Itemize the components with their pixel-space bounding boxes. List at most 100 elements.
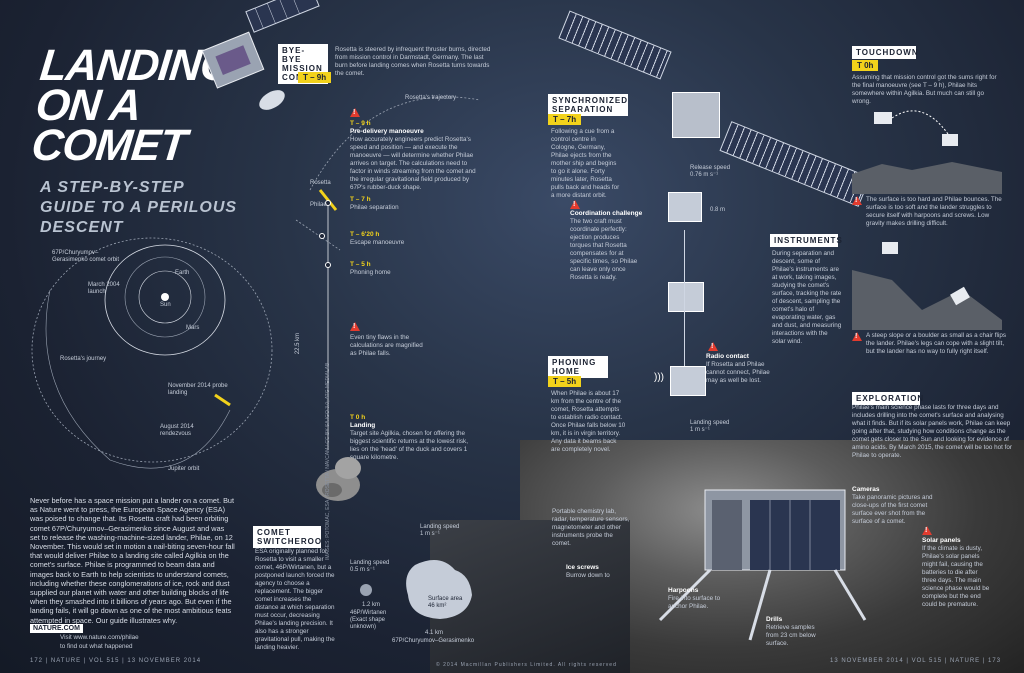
small-comet-speed: Landing speed 0.5 m s⁻¹ <box>350 560 390 573</box>
radio-text: If Rosetta and Philae cannot connect, Ph… <box>706 361 770 384</box>
ice-screws-text: Burrow down to <box>566 572 610 579</box>
big-comet-area: Surface area 46 km² <box>428 596 463 609</box>
touchdown-heading: TOUCHDOWN <box>852 46 918 59</box>
nature-logo: NATURE.COM <box>30 624 83 633</box>
orbit-label-launch: March 2004 launch <box>88 282 120 295</box>
footer-copyright: © 2014 Macmillan Publishers Limited. All… <box>436 662 617 668</box>
t5-text: Phoning home <box>350 269 391 276</box>
t0-tag: T 0 h <box>350 414 366 421</box>
exploration-text: Philae's main science phase lasts for th… <box>852 404 1012 459</box>
image-credit: IMAGES: POTOMAC, ESA / ROSETTA / NAVCAM … <box>325 362 331 560</box>
t9-text: How accurately engineers predict Rosetta… <box>350 136 476 191</box>
separation-height: 0.8 m <box>710 207 726 213</box>
radio-title: Radio contact <box>706 353 749 360</box>
warning-icon <box>708 342 718 351</box>
touchdown-bounce-illustration <box>852 110 1002 194</box>
rosetta-body <box>672 92 720 138</box>
harpoons-text: Fire into surface to anchor Philae. <box>668 595 721 610</box>
t620-tag: T – 6'20 h <box>350 231 380 238</box>
cameras-title: Cameras <box>852 486 880 493</box>
exploration-heading: EXPLORATION <box>852 392 923 405</box>
visit-line-2: to find out what happened <box>60 643 133 650</box>
page-subtitle: A STEP-BY-STEP GUIDE TO A PERILOUS DESCE… <box>40 179 238 236</box>
phoning-text: When Philae is about 17 km from the cent… <box>551 390 626 453</box>
warning-icon <box>922 526 932 535</box>
footer-left: 172 | NATURE | VOL 515 | 13 NOVEMBER 201… <box>30 658 202 664</box>
orbit-label-jupiter: Jupiter orbit <box>168 466 200 472</box>
harpoons-title: Harpoons <box>668 587 699 594</box>
philae-radio-icon <box>670 366 706 396</box>
phoning-heading: PHONING HOME <box>548 356 608 378</box>
release-speed: Release speed 0.76 m s⁻¹ <box>690 165 731 178</box>
sync-heading: SYNCHRONIZED SEPARATION <box>548 94 628 116</box>
orbit-label-journey: Rosetta's journey <box>60 356 107 362</box>
touchdown-tag: T 0h <box>852 60 879 71</box>
t620-text: Escape manoeuvre <box>350 239 405 246</box>
portable-lab-label: Portable chemistry lab, radar, temperatu… <box>552 508 630 547</box>
philae-descent-icon <box>668 282 704 312</box>
orbit-label-landing: November 2014 probe landing <box>168 383 228 396</box>
small-comet-shape <box>360 584 372 596</box>
orbit-label-sun: Sun <box>160 302 171 308</box>
instruments-text: During separation and descent, some of P… <box>772 250 842 345</box>
rosetta-spacecraft-illustration <box>201 0 320 110</box>
touchdown-warning-2: A steep slope or a boulder as small as a… <box>866 332 1007 355</box>
comet-67p-image <box>316 457 361 501</box>
orbit-label-comet: 67P/Churyumov–Gerasimenko comet orbit <box>52 250 120 263</box>
solar-panels-text: If the climate is dusty, Philae's solar … <box>922 545 990 608</box>
byebye-tag: T – 9h <box>298 72 332 83</box>
big-comet-size: 4.1 km <box>425 630 444 636</box>
warning-icon <box>852 196 862 205</box>
touchdown-slope-illustration <box>852 242 1002 330</box>
sync-tag: T – 7h <box>548 114 582 125</box>
orbit-label-earth: Earth <box>175 270 190 276</box>
ice-screws-title: Ice screws <box>566 564 599 571</box>
rosetta-label: Rosetta <box>310 180 331 186</box>
warning-icon <box>852 332 862 341</box>
trajectory-point-t620 <box>319 233 325 239</box>
rosetta-trajectory-label: Rosetta's trajectory <box>405 95 457 101</box>
touchdown-warning-1: The surface is too hard and Philae bounc… <box>866 196 1002 227</box>
t9-title: Pre-delivery manoeuvre <box>350 128 424 135</box>
coord-text: The two craft must coordinate perfectly:… <box>570 218 638 281</box>
orbit-label-mars: Mars <box>186 325 200 331</box>
cameras-text: Take panoramic pictures and close-ups of… <box>852 494 933 525</box>
orbit-diagram <box>31 237 273 469</box>
big-comet-speed: Landing speed 1 m s⁻¹ <box>420 524 460 537</box>
drills-title: Drills <box>766 616 783 623</box>
warning-icon <box>350 322 360 331</box>
switcheroo-heading: COMET SWITCHEROO <box>253 526 321 548</box>
small-comet-name: 46P/Wirtanen (Exact shape unknown) <box>350 610 387 630</box>
warning-icon <box>350 108 360 117</box>
warning-icon <box>570 200 580 209</box>
solar-panels-title: Solar panels <box>922 537 961 544</box>
wifi-icon: ))) <box>654 372 664 383</box>
descent-line <box>684 230 685 380</box>
flaws-text: Even tiny flaws in the calculations are … <box>350 334 423 357</box>
small-comet-size: 1.2 km <box>362 602 381 608</box>
big-comet-name: 67P/Churyumov–Gerasimenko <box>392 638 475 644</box>
switcheroo-text: ESA originally planned for Rosetta to vi… <box>255 548 335 651</box>
orbit-label-rendezvous: August 2014 rendezvous <box>160 424 194 437</box>
visit-line-1: Visit www.nature.com/philae <box>60 634 139 641</box>
sync-text: Following a cue from a control centre in… <box>551 128 620 199</box>
t7-tag: T – 7 h <box>350 196 371 203</box>
philae-separation-icon <box>668 192 702 222</box>
philae-lander-illustration <box>658 489 867 641</box>
distance-label: 22.5 km <box>295 332 302 355</box>
t7-text: Philae separation <box>350 204 399 211</box>
intro-paragraph: Never before has a space mission put a l… <box>30 496 235 625</box>
drills-text: Retrieve samples from 23 cm below surfac… <box>766 624 816 647</box>
t0-text: Target site Agilkia, chosen for offering… <box>350 430 468 461</box>
trajectory-point-t7 <box>325 200 331 206</box>
coord-title: Coordination challenge <box>570 210 643 217</box>
landing-speed: Landing speed 1 m s⁻¹ <box>690 420 730 433</box>
trajectory-point-t5 <box>325 262 331 268</box>
instruments-heading: INSTRUMENTS <box>770 234 842 247</box>
t5-tag: T – 5 h <box>350 261 371 268</box>
t0-title: Landing <box>350 422 376 429</box>
t9-tag: T – 9 h <box>350 120 371 127</box>
byebye-text: Rosetta is steered by infrequent thruste… <box>335 46 491 77</box>
philae-label: Philae <box>310 202 327 208</box>
phoning-tag: T – 5h <box>548 376 582 387</box>
